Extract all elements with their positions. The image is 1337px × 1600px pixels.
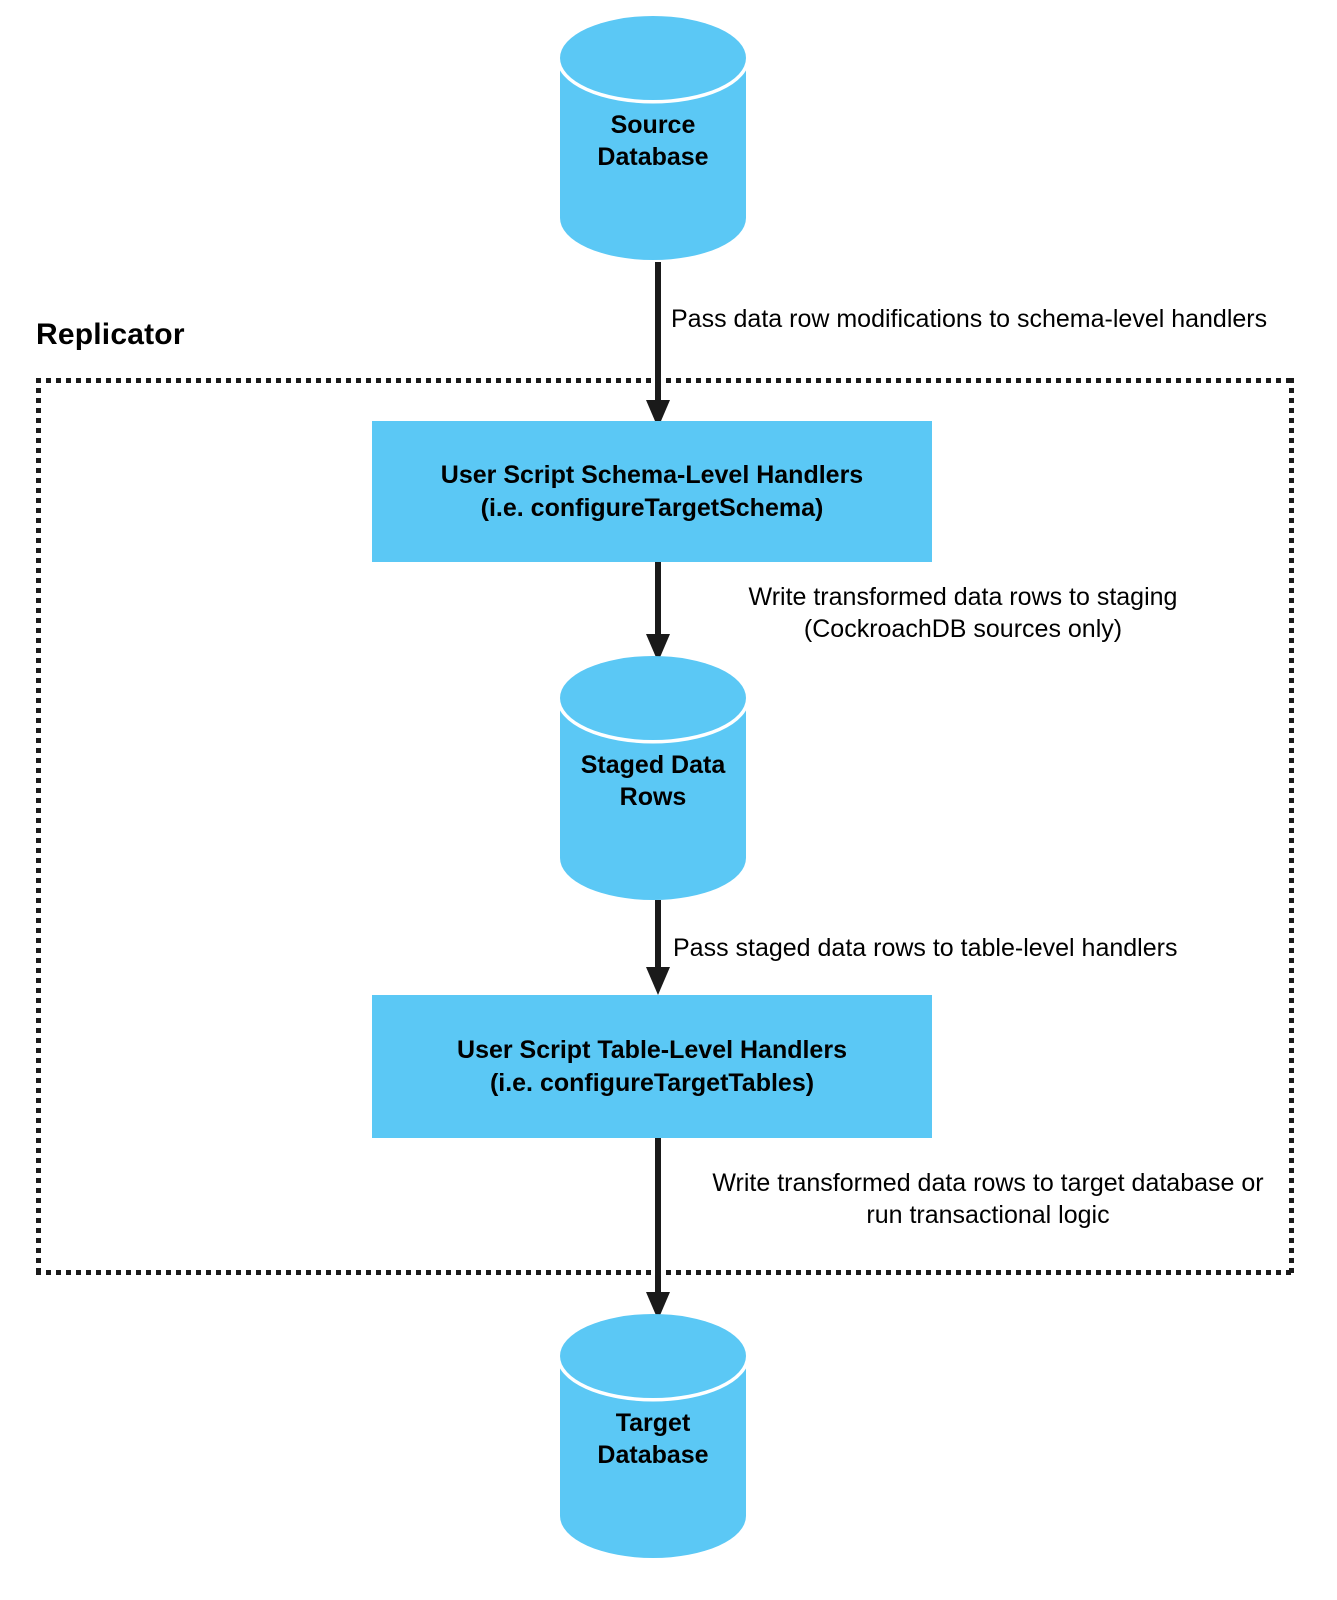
arrow-source-to-schema-handlers [642,262,674,428]
cylinder-shape-icon [558,1314,748,1558]
node-schema-level-handlers[interactable]: User Script Schema-Level Handlers (i.e. … [372,421,932,562]
edge-label-line-1: Write transformed data rows to staging [748,583,1178,611]
node-label-line-2: (i.e. configureTargetTables) [489,1068,815,1097]
group-label-replicator: Replicator [36,318,185,351]
arrow-table-handlers-to-target [642,1138,674,1320]
edge-label-line-2: (CockroachDB sources only) [803,615,1123,643]
boundary-edge-right [1289,378,1294,1275]
node-table-level-handlers[interactable]: User Script Table-Level Handlers (i.e. c… [372,995,932,1138]
node-label-table-level-handlers: User Script Table-Level Handlers (i.e. c… [457,1034,847,1099]
cylinder-shape-icon [558,16,748,260]
boundary-edge-bottom [36,1270,1294,1275]
node-label-line-1: User Script Schema-Level Handlers [440,461,864,489]
arrow-staging-to-table-handlers [642,900,674,995]
boundary-edge-top [36,378,1294,383]
edge-label-line-1: Pass data row modifications to schema-le… [671,305,1268,333]
edge-label-line-1: Write transformed data rows to target da… [712,1169,1264,1197]
boundary-edge-left [36,378,41,1275]
edge-label-line-1: Pass staged data rows to table-level han… [673,934,1178,962]
cylinder-shape-icon [558,656,748,900]
node-target-database[interactable]: Target Database [558,1312,748,1562]
arrow-schema-handlers-to-staging [642,562,674,662]
node-label-line-1: User Script Table-Level Handlers [457,1036,847,1064]
node-label-schema-level-handlers: User Script Schema-Level Handlers (i.e. … [441,459,863,524]
edge-label-table-handlers-to-target: Write transformed data rows to target da… [673,1167,1303,1231]
edge-label-schema-handlers-to-staging: Write transformed data rows to staging (… [673,581,1253,645]
edge-label-line-2: run transactional logic [866,1201,1110,1229]
node-source-database[interactable]: Source Database [558,14,748,264]
edge-label-source-to-schema-handlers: Pass data row modifications to schema-le… [671,303,1267,335]
replicator-boundary-box [36,378,1294,1275]
node-label-line-2: (i.e. configureTargetSchema) [480,493,824,522]
node-staged-data-rows[interactable]: Staged Data Rows [558,654,748,904]
edge-label-staging-to-table-handlers: Pass staged data rows to table-level han… [673,932,1177,964]
